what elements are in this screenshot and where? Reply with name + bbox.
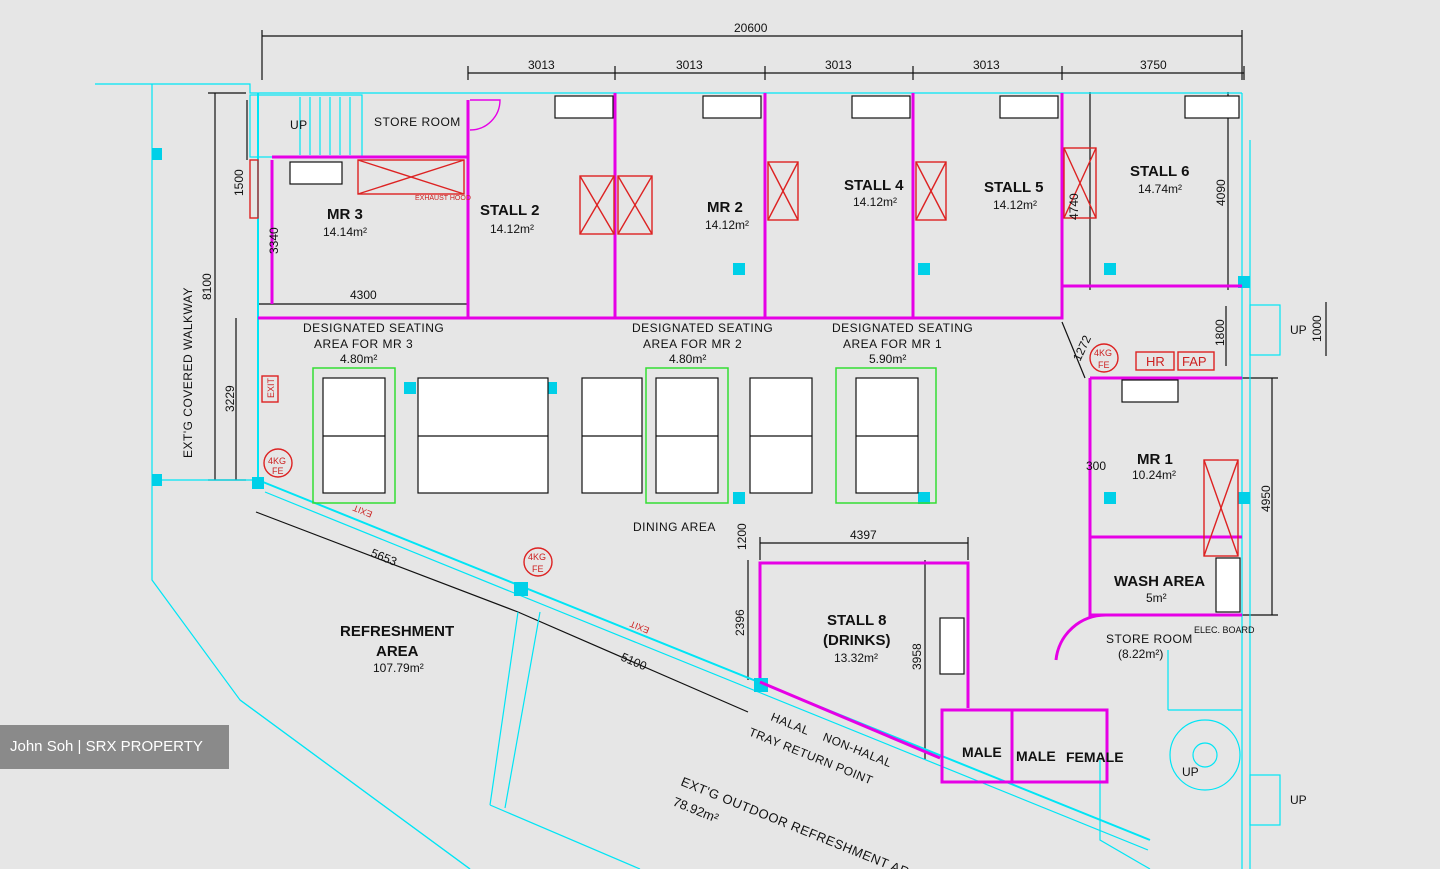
up-label-right: UP (1290, 323, 1307, 337)
exhaust-label-mr3: EXHAUST HOOD (415, 195, 471, 202)
exit-sign-left: EXIT (266, 377, 276, 398)
dim-mr3-h: 3340 (267, 227, 281, 254)
partition-walls (258, 93, 1242, 784)
toilet-female: FEMALE (1066, 749, 1124, 765)
seating-mr2-l2: AREA FOR MR 2 (643, 337, 742, 351)
dim-stall6-h1: 4740 (1067, 193, 1081, 220)
dim-dining-gap: 1200 (735, 523, 749, 550)
stall8-area: 13.32m² (834, 651, 878, 665)
seating-mr1-l2: AREA FOR MR 1 (843, 337, 942, 351)
stall6-name: STALL 6 (1130, 163, 1189, 180)
seating-mr1-l1: DESIGNATED SEATING (832, 321, 973, 335)
dining-tables (312, 367, 937, 504)
sinks (289, 95, 1241, 675)
toilet-male-2: MALE (1016, 748, 1056, 764)
dining-area-label: DINING AREA (633, 520, 716, 534)
dim-diag1: 5653 (369, 546, 399, 569)
wash-name: WASH AREA (1114, 573, 1205, 590)
dim-up-w: 1000 (1310, 315, 1324, 342)
seating-mr3-l1: DESIGNATED SEATING (303, 321, 444, 335)
dim-stall8-h1: 2396 (733, 609, 747, 636)
elec-board-label: ELEC. BOARD (1194, 625, 1255, 635)
stall5-name: STALL 5 (984, 179, 1043, 196)
dim-mr1-gap: 300 (1086, 459, 1106, 473)
store-room-bottom-name: STORE ROOM (1106, 632, 1193, 646)
store-room-top-label: STORE ROOM (374, 115, 461, 129)
stall4-name: STALL 4 (844, 177, 904, 194)
dim-seating-h: 3229 (223, 385, 237, 412)
stall6-area: 14.74m² (1138, 182, 1182, 196)
refresh-name1: REFRESHMENT (340, 623, 454, 640)
mr3-area: 14.14m² (323, 225, 367, 239)
fe-right-l1: 4KG (1094, 348, 1112, 358)
dim-stall6-h2: 4090 (1214, 179, 1228, 206)
dim-store-h: 1500 (232, 169, 246, 196)
fap-label: FAP (1182, 354, 1207, 369)
watermark-badge: John Soh | SRX PROPERTY (0, 725, 229, 769)
seating-mr2-l1: DESIGNATED SEATING (632, 321, 773, 335)
up-label-top: UP (290, 118, 308, 132)
dim-stall8-w: 4397 (850, 528, 877, 542)
dim-total: 20600 (734, 21, 768, 35)
fe-left-l1: 4KG (268, 456, 286, 466)
walkway-label: EXT'G COVERED WALKWAY (181, 287, 195, 458)
fe-right-l2: FE (1098, 360, 1110, 370)
dim-stall-w4: 3013 (973, 58, 1000, 72)
fe-mid-l2: FE (532, 564, 544, 574)
exhaust-hoods (249, 147, 1239, 557)
stall8-name1: STALL 8 (827, 612, 886, 629)
dim-stall-w5: 3750 (1140, 58, 1167, 72)
seating-mr2-area: 4.80m² (669, 352, 706, 366)
seating-mr3-l2: AREA FOR MR 3 (314, 337, 413, 351)
dim-stall-w2: 3013 (676, 58, 703, 72)
store-room-bottom-area: (8.22m²) (1118, 647, 1163, 661)
stall2-name: STALL 2 (480, 202, 539, 219)
stall8-name2: (DRINKS) (823, 632, 891, 649)
refresh-area: 107.79m² (373, 661, 424, 675)
dim-stall8-h2: 3958 (910, 643, 924, 670)
mr2-name: MR 2 (707, 199, 743, 216)
exit-sign-diag1: EXIT (351, 502, 374, 519)
stall2-area: 14.12m² (490, 222, 534, 236)
dim-exit-h: 1800 (1213, 319, 1227, 346)
dim-stall-w1: 3013 (528, 58, 555, 72)
seating-mr1-area: 5.90m² (869, 352, 906, 366)
exit-sign-diag2: EXIT (628, 618, 651, 635)
fe-left-l2: FE (272, 466, 284, 476)
up-label-spiral: UP (1182, 765, 1199, 779)
stall5-area: 14.12m² (993, 198, 1037, 212)
dim-diag2: 5100 (619, 650, 649, 673)
dim-mr1-h: 4950 (1259, 485, 1273, 512)
seating-mr3-area: 4.80m² (340, 352, 377, 366)
fe-mid-l1: 4KG (528, 552, 546, 562)
fire-equipment (261, 343, 1215, 577)
dim-stall-w3: 3013 (825, 58, 852, 72)
wash-area: 5m² (1146, 591, 1167, 605)
mr2-area: 14.12m² (705, 218, 749, 232)
dim-mr3-w: 4300 (350, 288, 377, 302)
mr1-area: 10.24m² (1132, 468, 1176, 482)
hr-label: HR (1146, 354, 1165, 369)
up-label-bottom: UP (1290, 793, 1307, 807)
stall4-area: 14.12m² (853, 195, 897, 209)
mr1-name: MR 1 (1137, 451, 1173, 468)
toilet-male-1: MALE (962, 744, 1002, 760)
mr3-name: MR 3 (327, 206, 363, 223)
existing-structure (95, 83, 1281, 869)
refresh-name2: AREA (376, 643, 419, 660)
dim-left-h: 8100 (200, 273, 214, 300)
